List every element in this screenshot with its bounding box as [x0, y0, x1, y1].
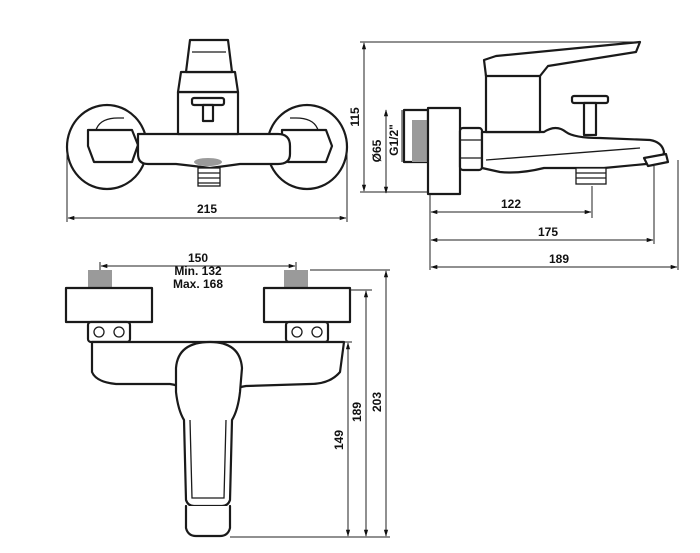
shower-outlet	[575, 167, 607, 185]
dim-203-label: 203	[370, 392, 384, 412]
left-inlet-thread	[88, 270, 112, 288]
lever-handle-front	[184, 38, 234, 74]
dim-175-label: 175	[538, 225, 558, 239]
side-diverter-stem	[582, 101, 598, 137]
right-nut-top	[290, 117, 319, 131]
mixer-body-spout	[480, 126, 666, 174]
lever-base	[176, 70, 240, 94]
aerator	[194, 158, 222, 166]
side-nut	[458, 126, 484, 172]
dim-150-label: 150	[188, 251, 208, 265]
dim-189-label: 189	[549, 252, 569, 266]
thread-g12	[412, 120, 428, 162]
left-flange-top	[64, 286, 154, 324]
dim-max-label: Max. 168	[173, 277, 223, 291]
side-diameter-label: Ø65	[370, 139, 384, 162]
right-inlet-thread	[284, 270, 308, 288]
diverter-stem	[201, 103, 215, 123]
dim-149-label: 149	[332, 430, 346, 450]
dim-122-label: 122	[501, 197, 521, 211]
side-height-label: 115	[348, 107, 362, 127]
front-view: 215	[65, 38, 349, 222]
spout-nose-top	[184, 504, 232, 538]
front-width-label: 215	[197, 202, 217, 216]
side-view: 115 Ø65 G1/2" 122 175 189	[348, 40, 679, 270]
side-flange	[426, 106, 462, 196]
lever-handle-side	[482, 40, 642, 78]
lever-top	[174, 340, 244, 508]
left-nut-top	[95, 117, 124, 131]
left-connector-nut	[86, 128, 140, 164]
mixer-body-front	[136, 132, 292, 170]
side-thread-label: G1/2"	[387, 124, 401, 156]
dim-189-top-label: 189	[350, 402, 364, 422]
top-view: 150 Min. 132 Max. 168 149 189 203	[64, 251, 390, 538]
dim-min-label: Min. 132	[174, 264, 222, 278]
right-flange-top	[262, 286, 352, 324]
lever-column	[484, 72, 542, 134]
spout-aerator	[642, 152, 670, 168]
